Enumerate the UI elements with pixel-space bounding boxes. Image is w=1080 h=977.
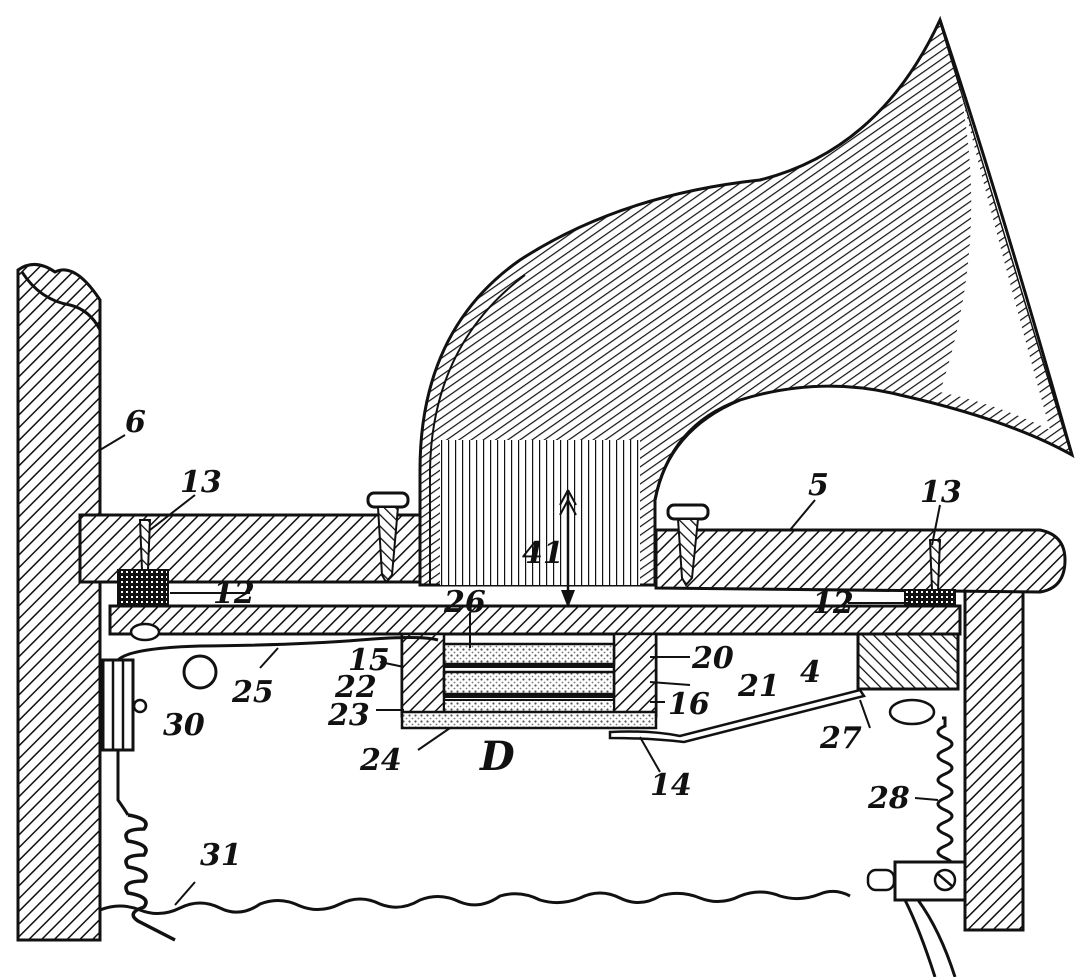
terminal-block xyxy=(866,860,967,977)
label-16: 16 xyxy=(668,687,710,722)
break-line xyxy=(99,889,851,915)
arrow-41 xyxy=(559,489,577,608)
label-12-right: 12 xyxy=(812,586,854,621)
contact-30 xyxy=(101,658,148,816)
label-31: 31 xyxy=(200,838,242,873)
label-22: 22 xyxy=(334,670,377,705)
label-13-right: 13 xyxy=(920,475,962,510)
label-6: 6 xyxy=(125,405,146,440)
label-27: 27 xyxy=(819,721,862,756)
label-28: 28 xyxy=(867,781,910,816)
label-20: 20 xyxy=(691,641,734,676)
label-5: 5 xyxy=(808,468,829,503)
top-board-5 xyxy=(78,513,1067,594)
label-14: 14 xyxy=(650,768,692,803)
label-25: 25 xyxy=(231,675,274,710)
horn-screws xyxy=(366,491,710,587)
horn xyxy=(418,15,1075,587)
label-d: D xyxy=(479,733,515,780)
plate-4 xyxy=(108,604,962,642)
label-13-left: 13 xyxy=(180,465,222,500)
label-4: 4 xyxy=(800,655,821,690)
label-26: 26 xyxy=(443,585,486,620)
left-wall-6 xyxy=(16,263,102,942)
label-30: 30 xyxy=(163,708,205,743)
spring-31 xyxy=(124,813,176,942)
wire-25 xyxy=(116,636,439,690)
right-housing-wall xyxy=(963,576,1025,932)
label-21: 21 xyxy=(737,669,780,704)
label-23: 23 xyxy=(327,698,370,733)
label-15: 15 xyxy=(348,643,390,678)
right-block xyxy=(856,632,960,691)
label-41: 41 xyxy=(522,536,564,571)
lever-14 xyxy=(608,688,936,744)
label-24: 24 xyxy=(359,743,402,778)
label-12-left: 12 xyxy=(213,576,255,611)
spring-28 xyxy=(936,716,954,872)
leader-lines xyxy=(99,434,941,906)
sound-box-d xyxy=(400,632,658,730)
